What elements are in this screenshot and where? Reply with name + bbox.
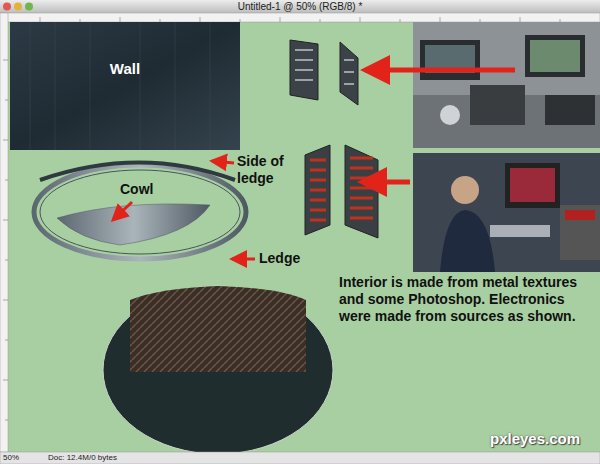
watermark: pxleyes.com xyxy=(490,430,580,447)
doc-size: Doc: 12.4M/0 bytes xyxy=(48,452,117,464)
part-label: Cowl xyxy=(120,181,153,197)
part-label: Ledge xyxy=(259,250,300,266)
window-title: Untitled-1 @ 50% (RGB/8) * xyxy=(0,0,600,13)
part-label: Side of ledge xyxy=(237,153,315,187)
zoom-level: 50% xyxy=(3,452,19,464)
wall-panel: Wall xyxy=(10,22,240,114)
note: Interior is made from metal textures and… xyxy=(339,274,589,325)
node-text: Wall xyxy=(110,60,140,77)
